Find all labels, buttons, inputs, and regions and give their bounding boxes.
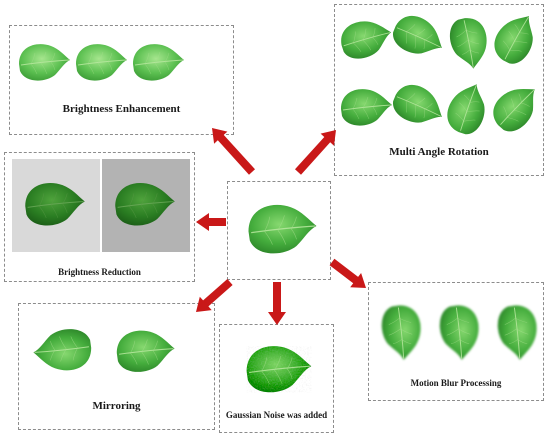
reduced-leaves (5, 153, 194, 281)
noisy-leaf (220, 325, 333, 432)
rotated-leaves (335, 5, 543, 175)
enhanced-leaves (10, 26, 233, 134)
leaf-image (25, 183, 85, 226)
multi-angle-rotation-panel: Multi Angle Rotation (334, 4, 544, 176)
arrow-shape (212, 128, 255, 175)
arrow-to-gaussian-noise (268, 282, 286, 325)
leaf-image (439, 305, 479, 360)
leaf-image (447, 84, 485, 135)
brightness-enhancement-panel: Brightness Enhancement (9, 25, 234, 135)
leaf-image (449, 18, 487, 69)
leaf-image (33, 329, 92, 371)
leaf-image (494, 16, 533, 64)
original-leaf (228, 182, 330, 279)
leaf-image (393, 15, 442, 54)
mirroring-caption: Mirroring (92, 400, 141, 412)
leaf-image (341, 89, 392, 126)
gaussian-noise-caption: Gaussian Noise was added (225, 410, 328, 420)
arrow-to-motion-blur (329, 258, 366, 288)
leaf-image (19, 44, 70, 81)
leaf-image (133, 44, 184, 81)
leaf-image (393, 84, 442, 123)
blurred-leaves (369, 283, 543, 400)
arrow-shape (196, 213, 226, 231)
arrow-to-brightness-enhancement (212, 128, 255, 175)
arrow-shape (268, 282, 286, 325)
leaf-image (497, 305, 537, 360)
leaf-image (76, 44, 127, 81)
multi-angle-rotation-caption: Multi Angle Rotation (389, 146, 489, 158)
motion-blur-caption: Motion Blur Processing (410, 378, 502, 388)
mirrored-leaves (19, 304, 214, 429)
brightness-reduction-caption: Brightness Reduction (58, 267, 141, 277)
leaf-image (116, 330, 175, 372)
arrow-to-brightness-reduction (196, 213, 226, 231)
leaf-image (381, 305, 421, 360)
leaf-image (115, 183, 175, 226)
original-leaf-panel (227, 181, 331, 280)
motion-blur-panel: Motion Blur Processing (368, 282, 544, 401)
leaf-image (248, 204, 316, 254)
gaussian-noise-panel: Gaussian Noise was added (219, 324, 334, 433)
leaf-image (493, 89, 535, 132)
brightness-enhancement-caption: Brightness Enhancement (62, 103, 181, 115)
leaf-image (341, 21, 392, 59)
leaf-image (246, 346, 312, 393)
mirroring-panel: Mirroring (18, 303, 215, 430)
arrow-shape (329, 258, 366, 288)
brightness-reduction-panel: Brightness Reduction (4, 152, 195, 282)
